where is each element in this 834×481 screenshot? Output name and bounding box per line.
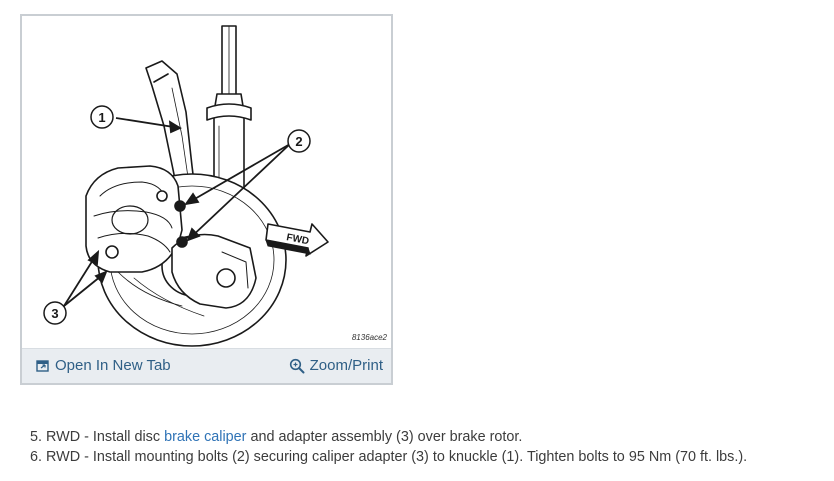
brake-caliper-link[interactable]: brake caliper — [164, 429, 247, 445]
callout-3-circle — [43, 301, 67, 325]
callout-1-label: 1 — [98, 110, 105, 125]
callout-2-label: 2 — [295, 134, 302, 149]
brake-caliper-diagram: 1 2 3 FWD 8136ace2 — [43, 25, 388, 347]
step-5-prefix: 5. RWD - Install disc — [30, 429, 165, 445]
figure-toolbar: Open In New Tab Zoom/Print — [22, 348, 391, 383]
zoom-print-label: Zoom/Print — [309, 357, 383, 374]
step-6: 6. RWD - Install mounting bolts (2) secu… — [30, 447, 830, 467]
callout-2-circle — [287, 129, 311, 153]
step-6-text: 6. RWD - Install mounting bolts (2) secu… — [30, 449, 748, 465]
image-code: 8136ace2 — [352, 333, 388, 342]
step-5-suffix: and adapter assembly (3) over brake roto… — [246, 429, 523, 445]
fwd-arrow: FWD — [265, 223, 329, 257]
open-in-new-tab-label: Open In New Tab — [55, 357, 171, 374]
open-in-new-tab-link[interactable]: Open In New Tab — [36, 356, 171, 376]
instruction-steps: 5. RWD - Install disc brake caliper and … — [30, 427, 830, 467]
fwd-label: FWD — [285, 232, 309, 247]
step-5: 5. RWD - Install disc brake caliper and … — [30, 427, 830, 447]
callout-3-label: 3 — [51, 306, 58, 321]
callout-1-circle — [90, 105, 114, 129]
zoom-print-link[interactable]: Zoom/Print — [289, 356, 383, 376]
figure-frame: 1 2 3 FWD 8136ace2 Open In New Tab — [20, 14, 393, 385]
magnifier-icon — [289, 358, 305, 374]
open-new-tab-icon — [36, 359, 50, 373]
